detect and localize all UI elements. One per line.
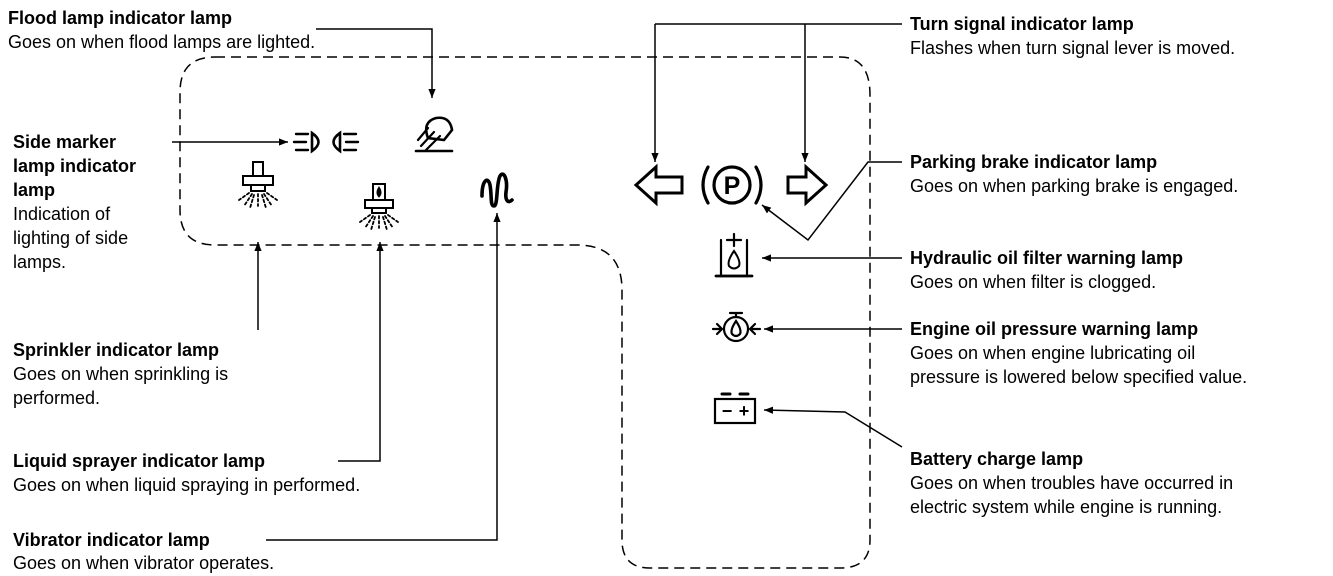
- flood-leader: [316, 28, 436, 98]
- battery-minus-symbol: −: [722, 401, 733, 421]
- battery-desc-2: electric system while engine is running.: [910, 497, 1223, 517]
- engine-oil-title: Engine oil pressure warning lamp: [910, 319, 1199, 339]
- liquid-sprayer-desc: Goes on when liquid spraying in performe…: [13, 475, 361, 495]
- battery-icon: − +: [713, 392, 757, 425]
- panel-outline: [179, 56, 871, 569]
- battery-plus-symbol: +: [739, 401, 750, 421]
- liquid-sprayer-leader: [338, 242, 384, 462]
- sprinkler-title: Sprinkler indicator lamp: [13, 340, 220, 360]
- battery-desc-1: Goes on when troubles have occurred in: [910, 473, 1234, 493]
- vibrator-title: Vibrator indicator lamp: [13, 530, 210, 550]
- turn-signal-title: Turn signal indicator lamp: [910, 14, 1134, 34]
- vibrator-icon: [480, 172, 514, 208]
- hydraulic-filter-title: Hydraulic oil filter warning lamp: [910, 248, 1184, 268]
- side-marker-desc-2: lighting of side: [13, 228, 129, 248]
- side-marker-title-3: lamp: [13, 180, 56, 200]
- vibrator-desc: Goes on when vibrator operates.: [13, 553, 275, 573]
- parking-brake-title: Parking brake indicator lamp: [910, 152, 1158, 172]
- hydraulic-filter-icon: [714, 232, 754, 278]
- parking-brake-icon: P: [701, 165, 763, 205]
- turn-signal-desc: Flashes when turn signal lever is moved.: [910, 38, 1236, 58]
- side-marker-desc-3: lamps.: [13, 252, 67, 272]
- parking-brake-leader: [761, 161, 902, 242]
- flood-lamp-title: Flood lamp indicator lamp: [8, 8, 233, 28]
- side-marker-lamp-icon: [292, 130, 360, 154]
- battery-title: Battery charge lamp: [910, 449, 1084, 469]
- hydraulic-filter-desc: Goes on when filter is clogged.: [910, 272, 1157, 292]
- parking-brake-symbol: P: [724, 172, 741, 200]
- battery-leader: [763, 406, 903, 448]
- engine-oil-desc-2: pressure is lowered below specified valu…: [910, 367, 1248, 387]
- side-marker-title-2: lamp indicator: [13, 156, 137, 176]
- sprinkler-desc-1: Goes on when sprinkling is: [13, 364, 229, 384]
- flood-lamp-desc: Goes on when flood lamps are lighted.: [8, 32, 316, 52]
- sprinkler-icon: [238, 161, 278, 209]
- turn-right-arrow-icon: [786, 163, 829, 207]
- liquid-sprayer-icon: [359, 183, 399, 231]
- flood-lamp-icon: [414, 116, 454, 153]
- engine-oil-desc-1: Goes on when engine lubricating oil: [910, 343, 1196, 363]
- vibrator-leader: [266, 213, 501, 541]
- side-marker-desc-1: Indication of: [13, 204, 111, 224]
- turn-left-arrow-icon: [633, 163, 684, 207]
- parking-brake-desc: Goes on when parking brake is engaged.: [910, 176, 1239, 196]
- side-marker-title-1: Side marker: [13, 132, 117, 152]
- sprinkler-desc-2: performed.: [13, 388, 101, 408]
- engine-oil-icon: [711, 311, 762, 343]
- liquid-sprayer-title: Liquid sprayer indicator lamp: [13, 451, 266, 471]
